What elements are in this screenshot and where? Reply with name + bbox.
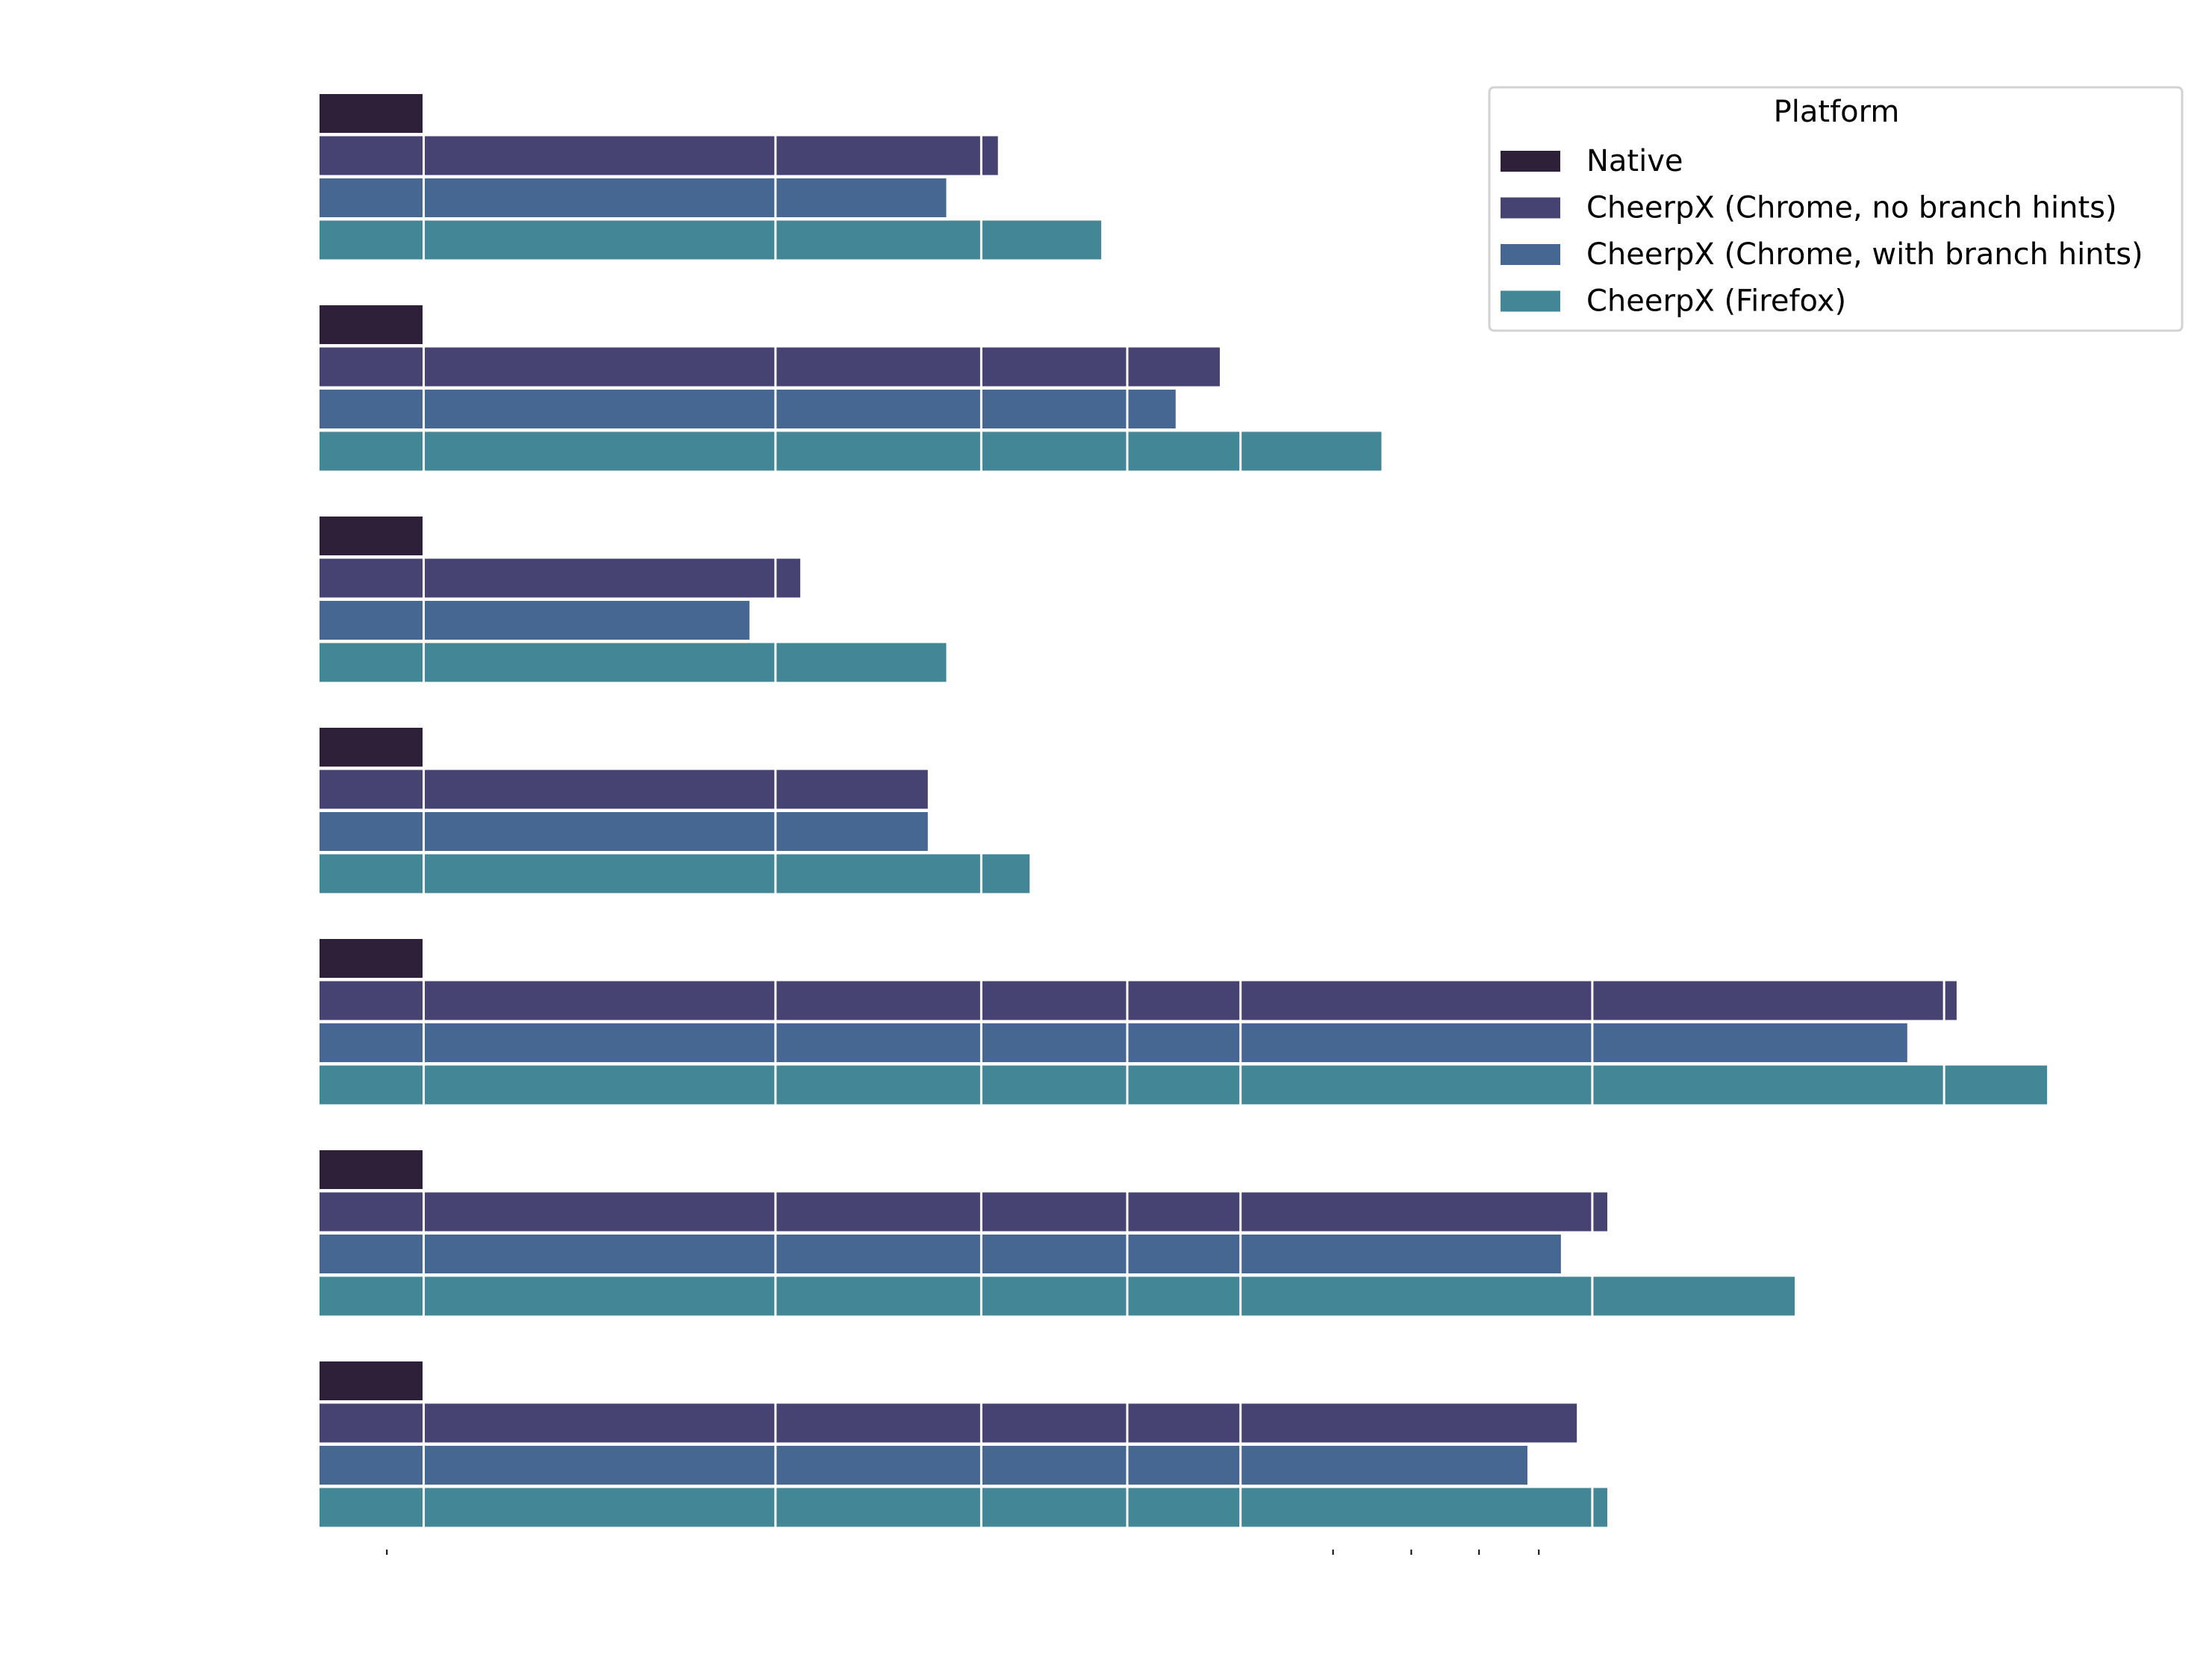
bar-3-group-7 <box>320 1446 1527 1485</box>
legend-swatch <box>1501 290 1560 312</box>
bar-4-group-2 <box>320 431 1382 471</box>
bar-4-group-7 <box>320 1488 1607 1527</box>
legend-swatch <box>1501 151 1560 172</box>
legend-title: Platform <box>1774 95 1900 129</box>
bar-1-group-1 <box>320 94 424 133</box>
bar-1-group-6 <box>320 1150 424 1189</box>
bar-4-group-5 <box>320 1065 2048 1105</box>
bar-3-group-6 <box>320 1235 1561 1273</box>
bar-4-group-6 <box>320 1276 1795 1316</box>
bar-2-group-3 <box>320 558 800 598</box>
x-axis-ticks <box>386 1550 1540 1555</box>
legend-label: CheerpX (Chrome, with branch hints) <box>1586 237 2143 272</box>
bar-2-group-7 <box>320 1403 1577 1443</box>
bar-3-group-5 <box>320 1023 1907 1062</box>
legend-label: CheerpX (Firefox) <box>1586 284 1846 319</box>
legend-swatch <box>1501 197 1560 219</box>
bar-2-group-2 <box>320 347 1220 387</box>
legend-swatch <box>1501 244 1560 265</box>
legend-frame <box>1488 86 2184 332</box>
bar-1-group-5 <box>320 939 424 978</box>
bar-4-group-3 <box>320 643 947 682</box>
bar-2-group-5 <box>320 981 1957 1020</box>
bar-3-group-2 <box>320 390 1176 428</box>
bar-1-group-7 <box>320 1361 424 1400</box>
bar-2-group-6 <box>320 1192 1607 1232</box>
bar-1-group-2 <box>320 305 424 344</box>
bar-1-group-4 <box>320 728 424 767</box>
gridlines <box>423 94 1945 1527</box>
bars-layer <box>320 94 2048 1527</box>
bar-3-group-4 <box>320 812 928 851</box>
bar-2-group-4 <box>320 770 928 809</box>
bar-4-group-4 <box>320 854 1030 893</box>
legend-label: Native <box>1586 144 1683 178</box>
bar-4-group-1 <box>320 220 1102 260</box>
bar-1-group-3 <box>320 517 424 555</box>
bar-2-group-1 <box>320 136 998 175</box>
legend-label: CheerpX (Chrome, no branch hints) <box>1586 191 2117 225</box>
bar-3-group-1 <box>320 178 947 217</box>
bar-3-group-3 <box>320 601 750 640</box>
